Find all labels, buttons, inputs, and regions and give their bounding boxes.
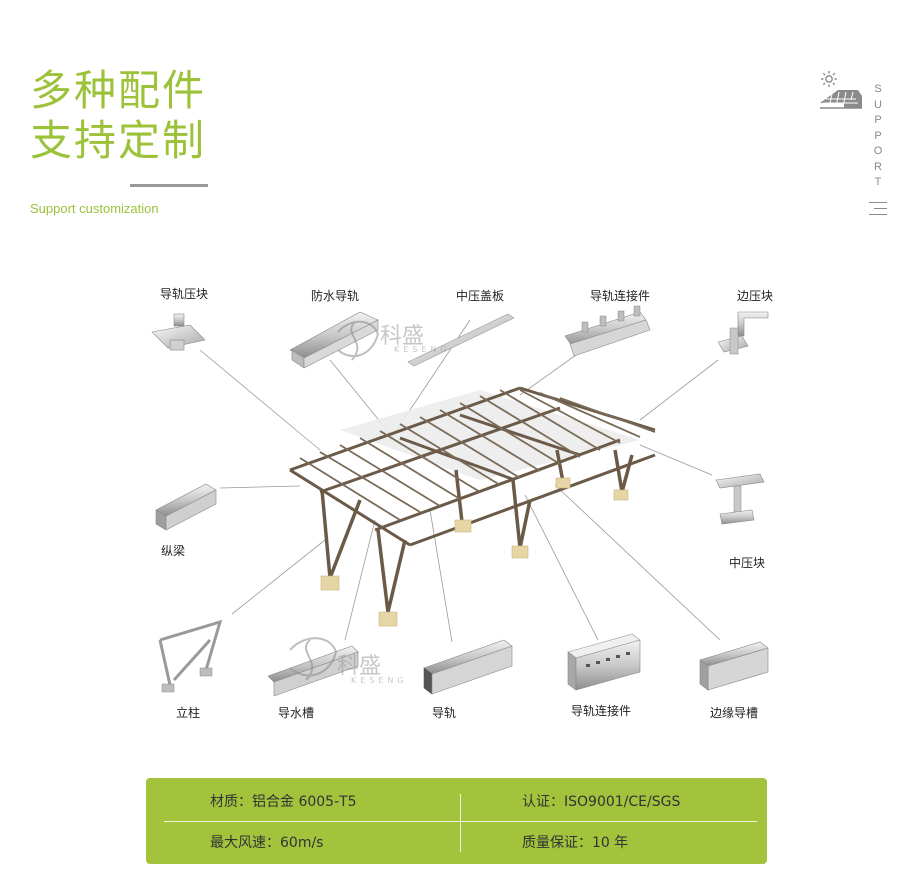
carport-frame [289, 386, 656, 627]
longitudinal-beam-icon [155, 483, 217, 531]
support-letter: P [874, 129, 882, 142]
label-edge-gutter: 边缘导槽 [710, 706, 759, 720]
spec-warranty: 质量保证：10 年 [522, 835, 629, 851]
label-end-clamp: 边压块 [737, 289, 774, 303]
page-title: 多种配件 支持定制 [30, 66, 206, 166]
label-waterproof-rail: 防水导轨 [311, 289, 360, 303]
spec-wind-speed: 最大风速：60m/s [210, 835, 324, 851]
title-line-1: 多种配件 [30, 66, 207, 115]
edge-gutter-icon [699, 641, 769, 691]
label-mid-cover-plate: 中压盖板 [456, 289, 505, 303]
carport-structure-diagram [151, 305, 769, 697]
spec-divider-vertical [460, 794, 461, 852]
rail-clamp-icon [151, 313, 206, 351]
support-letter: U [874, 98, 882, 111]
support-vertical-text: S U P P O R T [872, 82, 884, 191]
mid-cover-plate-icon [407, 313, 515, 367]
spec-material: 材质：铝合金 6005-T5 [210, 794, 357, 810]
page-subtitle: Support customization [30, 201, 159, 216]
title-line-2: 支持定制 [30, 116, 207, 165]
label-rail-clamp: 导轨压块 [160, 287, 209, 301]
spec-panel: 材质：铝合金 6005-T5 认证：ISO9001/CE/SGS 最大风速：60… [146, 778, 767, 864]
label-rail-connector-bottom: 导轨连接件 [571, 704, 632, 718]
end-clamp-icon [717, 311, 769, 355]
rail-connector-icon [564, 305, 651, 357]
spec-certification: 认证：ISO9001/CE/SGS [522, 794, 681, 810]
leader-lines [199, 319, 721, 643]
support-divider [874, 208, 887, 209]
support-divider [869, 202, 887, 203]
column-icon [158, 619, 223, 686]
rail-icon [423, 639, 513, 695]
label-rail-connector: 导轨连接件 [590, 289, 651, 303]
support-letter: S [874, 83, 882, 95]
support-letter: O [873, 145, 883, 157]
rail-connector-bottom-icon [567, 633, 641, 691]
waterproof-rail-icon [289, 311, 379, 369]
solar-house-icon [820, 71, 862, 109]
label-mid-clamp: 中压块 [729, 556, 766, 570]
watermark-latin: KESENG [394, 345, 451, 354]
watermark-latin: KESENG [351, 676, 408, 685]
support-letter: T [874, 176, 882, 188]
support-letter: P [874, 114, 882, 126]
label-rail: 导轨 [432, 706, 457, 720]
label-longitudinal-beam: 纵梁 [161, 544, 186, 558]
support-divider [869, 214, 887, 215]
watermark-brand: 科盛 [337, 654, 382, 679]
brand-watermark [289, 320, 380, 681]
support-letter: R [874, 160, 882, 173]
mid-clamp-icon [715, 473, 765, 525]
label-column: 立柱 [176, 706, 201, 720]
label-gutter: 导水槽 [278, 706, 315, 720]
watermark-brand: 科盛 [380, 324, 425, 349]
title-divider [130, 184, 208, 187]
